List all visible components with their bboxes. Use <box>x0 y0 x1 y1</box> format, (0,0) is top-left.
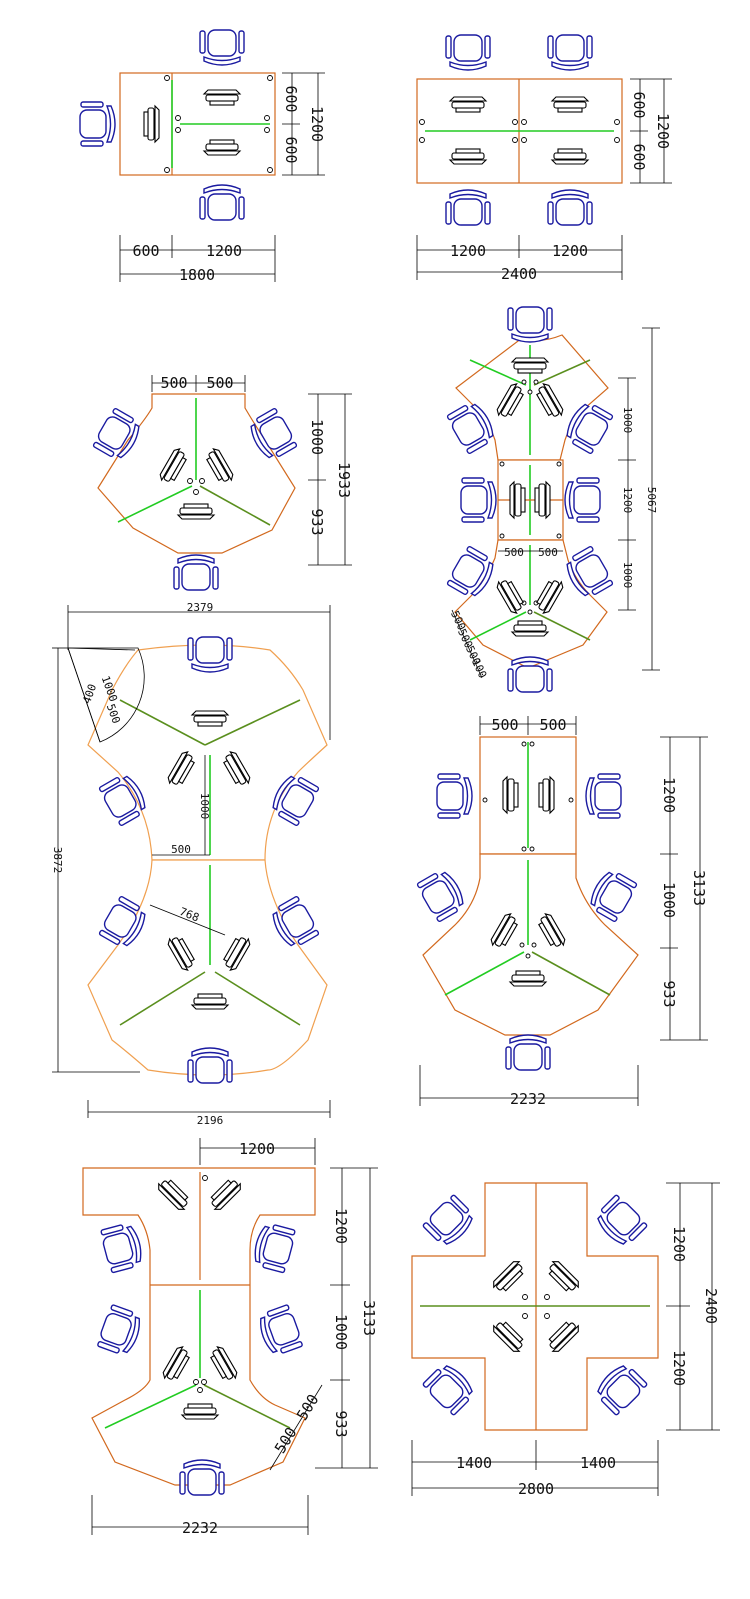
dim-label: 1933 <box>335 462 353 498</box>
dim-label: 2232 <box>510 1090 546 1108</box>
dim-label: 600 <box>282 85 300 112</box>
dim-label: 1000 <box>198 793 211 820</box>
chair-icon <box>421 1359 479 1417</box>
chair-icon <box>436 773 473 819</box>
dim-label: 3133 <box>690 870 708 906</box>
dim-label: 500 <box>538 546 558 559</box>
chair-icon <box>95 1303 146 1359</box>
chair-icon <box>585 773 622 819</box>
layout-three-person-y: 500 500 1000 933 1933 <box>91 374 353 591</box>
dim-label: 933 <box>660 980 678 1007</box>
dim-label: 2232 <box>182 1519 218 1537</box>
dim-label: 2800 <box>518 1480 554 1498</box>
dim-label: 600 <box>132 242 159 260</box>
dim-label: 1000 <box>99 674 120 703</box>
chair-icon <box>254 1303 305 1359</box>
layout-five-person-y: 500 500 1200 1000 933 3133 2232 <box>415 716 708 1108</box>
chair-icon <box>99 1220 146 1274</box>
dim-label: 1200 <box>206 242 242 260</box>
chair-icon <box>547 189 593 226</box>
dim-label: 500 <box>504 546 524 559</box>
chair-icon <box>173 554 219 591</box>
chair-icon <box>421 1193 479 1251</box>
chair-icon <box>199 29 245 66</box>
dim-label: 1200 <box>621 487 634 514</box>
dim-label: 500 <box>491 716 518 734</box>
chair-icon <box>507 306 553 343</box>
chair-icon <box>505 1034 551 1071</box>
dim-label: 1400 <box>456 1454 492 1472</box>
dim-label: 1000 <box>308 419 326 455</box>
dim-label: 1800 <box>179 266 215 284</box>
dim-label: 2379 <box>187 601 214 614</box>
chair-icon <box>79 101 116 147</box>
chair-icon <box>547 34 593 71</box>
dim-label: 1200 <box>239 1140 275 1158</box>
layout-six-person-double-y: 1000 1200 1000 5067 500 500 500 500 500 … <box>445 306 660 693</box>
chair-icon <box>199 184 245 221</box>
dim-label: 3133 <box>360 1300 378 1336</box>
dim-label: 5067 <box>645 487 658 514</box>
dim-label: 2400 <box>501 265 537 283</box>
dim-label: 500 <box>160 374 187 392</box>
dim-label: 1000 <box>621 407 634 434</box>
dim-label: 933 <box>332 1410 350 1437</box>
chair-icon <box>591 1359 649 1417</box>
dim-label: 1400 <box>580 1454 616 1472</box>
chair-icon <box>445 189 491 226</box>
dim-label: 3872 <box>51 847 64 874</box>
dim-label: 500 <box>104 702 123 725</box>
dim-label: 2400 <box>702 1288 720 1324</box>
dim-label: 1200 <box>654 113 672 149</box>
layout-five-person-t: 1200 1200 1000 933 3133 500 500 2232 <box>82 1138 378 1537</box>
dim-label: 1200 <box>308 106 326 142</box>
chair-icon <box>591 1193 649 1251</box>
layout-six-person-cluster: 2379 2196 3872 400 1000 500 1000 500 768 <box>51 601 331 1127</box>
dim-label: 500 <box>206 374 233 392</box>
dim-label: 600 <box>630 91 648 118</box>
dim-label: 500 <box>539 716 566 734</box>
dim-label: 1000 <box>660 882 678 918</box>
layout-four-person: 1200 1200 2400 600 600 1200 <box>416 34 672 283</box>
dim-label: 1200 <box>450 242 486 260</box>
dim-label: 1200 <box>660 777 678 813</box>
dim-label: 600 <box>282 136 300 163</box>
chair-icon <box>250 1220 297 1274</box>
dim-label: 600 <box>630 143 648 170</box>
chair-icon <box>445 34 491 71</box>
dim-label: 1000 <box>621 562 634 589</box>
dim-label: 1200 <box>670 1226 688 1262</box>
dim-label: 500 <box>171 843 191 856</box>
chair-icon <box>564 477 601 523</box>
dim-label: 933 <box>308 508 326 535</box>
chair-icon <box>415 866 470 924</box>
dim-label: 1200 <box>670 1350 688 1386</box>
dim-label: 2196 <box>197 1114 224 1127</box>
dim-label: 100 <box>469 657 489 681</box>
dim-label: 1000 <box>332 1314 350 1350</box>
dim-label: 400 <box>80 682 99 705</box>
dim-label: 1200 <box>552 242 588 260</box>
layout-four-person-cross: 1400 1400 2800 1200 1200 2400 <box>411 1182 720 1498</box>
layout-two-person: 600 1200 1800 600 600 1200 <box>79 29 326 284</box>
dim-label: 1200 <box>332 1208 350 1244</box>
chair-icon <box>460 477 497 523</box>
